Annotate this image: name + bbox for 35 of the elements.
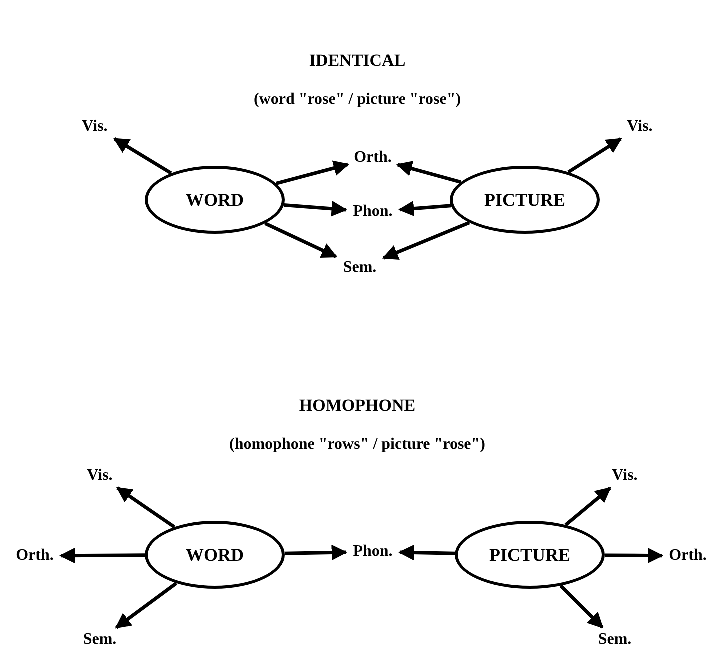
arrow	[276, 160, 350, 186]
arrow	[115, 582, 178, 630]
arrow	[396, 161, 462, 184]
arrow	[59, 548, 146, 564]
panel-subtitle: (word "rose" / picture "rose")	[254, 91, 462, 109]
arrow	[113, 138, 172, 175]
arrow	[264, 222, 338, 258]
arrow	[382, 221, 470, 260]
code-label: Orth.	[11, 545, 59, 567]
code-label: Vis.	[605, 465, 645, 487]
stimulus-ellipse: PICTURE	[450, 166, 600, 234]
code-label: Vis.	[620, 116, 660, 138]
panel-title: IDENTICAL	[309, 51, 406, 71]
code-label: Sem.	[593, 629, 637, 651]
panel-title: HOMOPHONE	[299, 396, 416, 416]
code-label: Orth.	[664, 545, 712, 567]
code-label: Vis.	[80, 465, 120, 487]
arrow	[398, 200, 452, 217]
stimulus-ellipse: WORD	[145, 166, 285, 234]
arrow	[564, 486, 612, 526]
code-label: Vis.	[75, 116, 115, 138]
code-label: Phon.	[348, 541, 398, 563]
stimulus-ellipse: PICTURE	[455, 521, 605, 589]
arrow	[604, 548, 664, 564]
arrow	[116, 486, 176, 529]
arrow	[568, 138, 622, 174]
code-label: Orth.	[350, 147, 396, 169]
arrow	[284, 201, 348, 217]
code-label: Sem.	[78, 629, 122, 651]
stimulus-ellipse: WORD	[145, 521, 285, 589]
arrow	[284, 544, 348, 561]
code-label: Sem.	[338, 257, 382, 279]
panel-subtitle: (homophone "rows" / picture "rose")	[230, 436, 486, 454]
arrow	[398, 544, 456, 561]
code-label: Phon.	[348, 201, 398, 223]
